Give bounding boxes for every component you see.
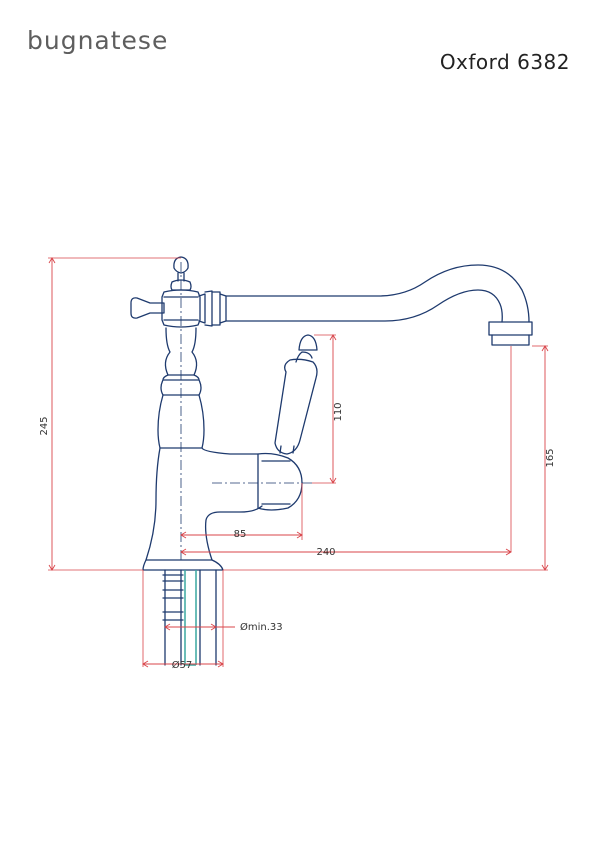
dim-base: Ø57 <box>172 659 193 671</box>
spout <box>225 264 530 323</box>
centerlines <box>180 262 312 560</box>
dim-85: 85 <box>234 529 247 540</box>
dim-240: 240 <box>316 547 335 558</box>
model-name: Oxford 6382 <box>439 50 570 74</box>
dim-hole: Ømin.33 <box>240 621 283 633</box>
lever-handle <box>274 358 318 455</box>
dim-110: 110 <box>333 402 344 421</box>
aerator <box>488 321 533 336</box>
dimension-lines <box>48 257 549 668</box>
dim-165: 165 <box>545 448 556 467</box>
supply-pipe-left <box>164 569 182 666</box>
faucet-outline <box>130 256 533 666</box>
brand-logo: bugnatese <box>27 26 169 55</box>
side-handle <box>130 297 165 319</box>
extension-lines <box>48 257 548 667</box>
supply-pipe-right <box>199 569 217 666</box>
lever-housing <box>257 452 303 511</box>
dim-245: 245 <box>39 416 50 435</box>
supply-pipe-accent <box>184 570 197 666</box>
